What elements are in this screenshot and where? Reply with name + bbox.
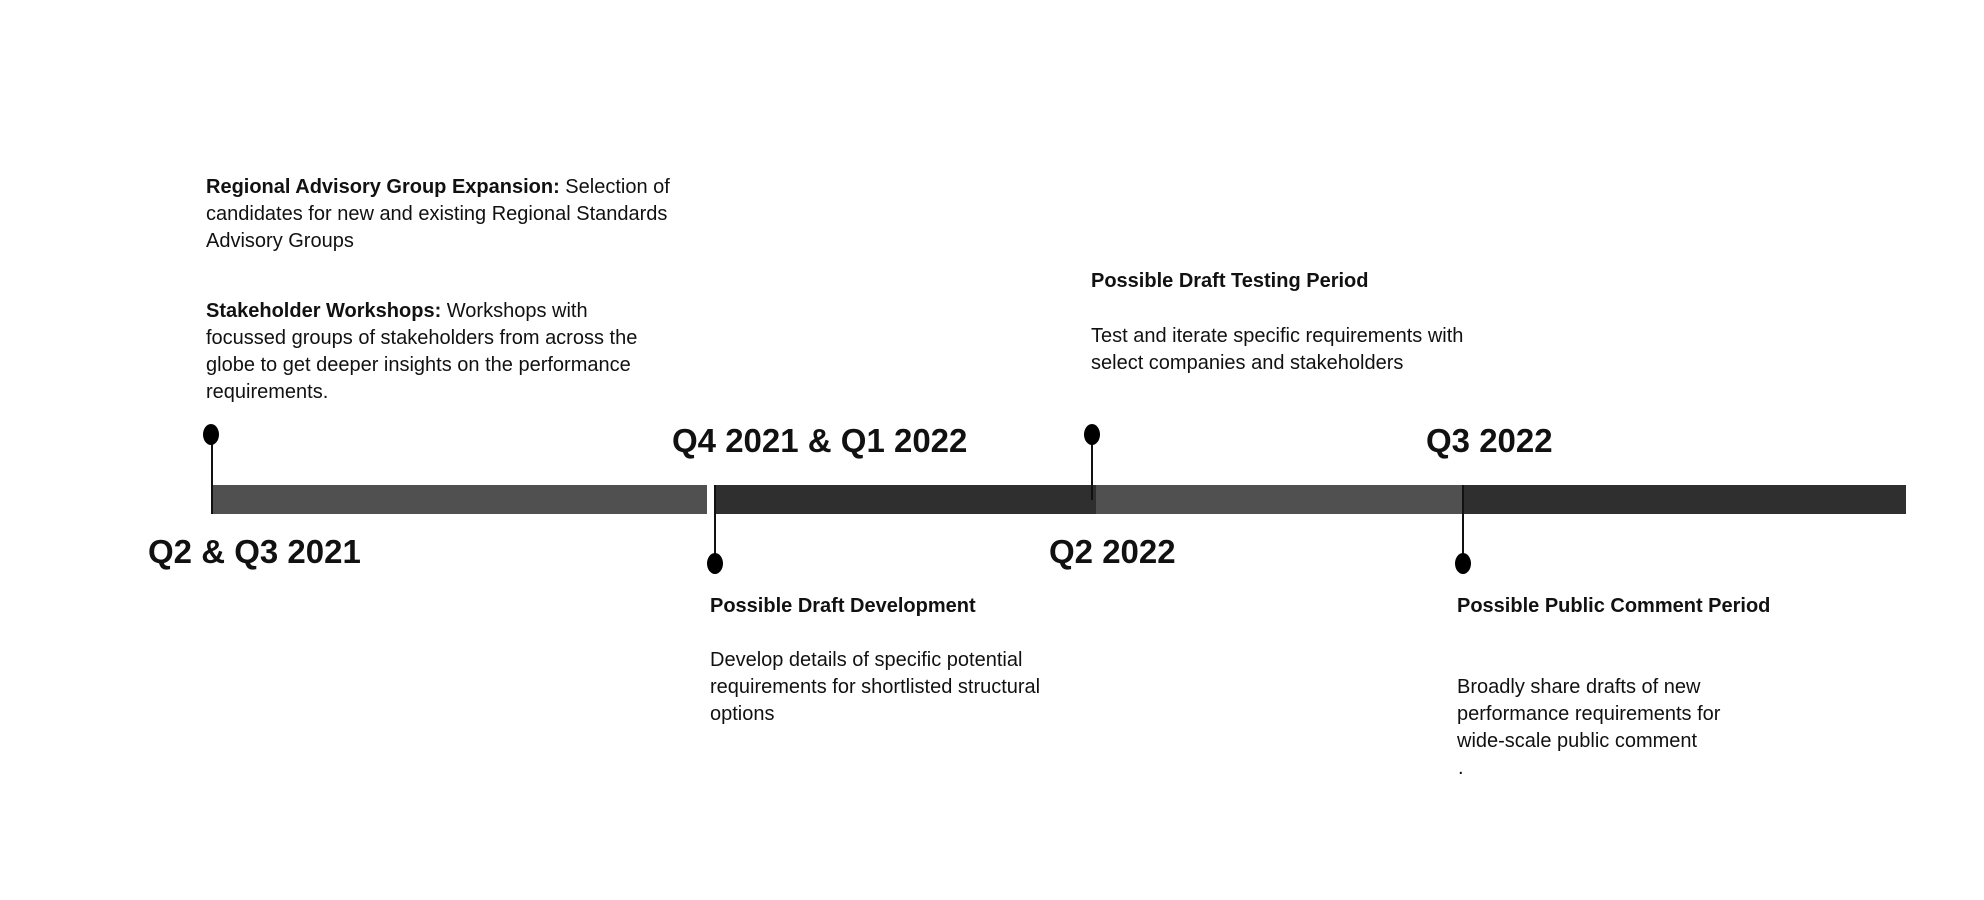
milestone-stakeholder-workshops: Stakeholder Workshops: Workshops with fo… [206,298,666,406]
period-label: Q2 2022 [1049,533,1176,570]
pin-dot-icon [203,424,219,445]
milestone-title: Stakeholder Workshops: [206,300,442,322]
period-label: Q2 & Q3 2021 [148,533,361,570]
milestone-regional-advisory: Regional Advisory Group Expansion: Selec… [206,174,676,255]
milestone-title-draft-testing: Possible Draft Testing Period [1091,270,1369,292]
timeline-segment-q4-2021-q1-2022 [715,485,1096,514]
period-label: Q3 2022 [1426,422,1553,459]
pin-stem [714,485,716,560]
timeline-segment-q3-2022 [1462,485,1906,514]
pin-stem [211,440,213,514]
milestone-body-draft-testing: Test and iterate specific requirements w… [1091,325,1464,374]
milestone-title-draft-development: Possible Draft Development [710,595,976,617]
period-label: Q4 2021 & Q1 2022 [672,422,968,459]
timeline-segment-q2-q3-2021 [212,485,707,514]
milestone-body-draft-development: Develop details of specific potential re… [710,649,1041,725]
pin-stem [1091,440,1093,500]
pin-dot-icon [1084,424,1100,445]
milestone-title-public-comment: Possible Public Comment Period [1457,595,1771,617]
timeline-segment-q2-2022 [1096,485,1462,514]
milestone-body-public-comment: Broadly share drafts of new performance … [1457,676,1721,752]
milestone-title: Regional Advisory Group Expansion: [206,176,560,198]
milestone-body: Selection of candidates for new and exis… [206,176,670,252]
pin-dot-icon [1455,553,1471,574]
trailing-dot: . [1458,757,1464,779]
pin-stem [1462,485,1464,560]
pin-dot-icon [707,553,723,574]
milestone-body: Workshops with focussed groups of stakeh… [206,300,638,403]
